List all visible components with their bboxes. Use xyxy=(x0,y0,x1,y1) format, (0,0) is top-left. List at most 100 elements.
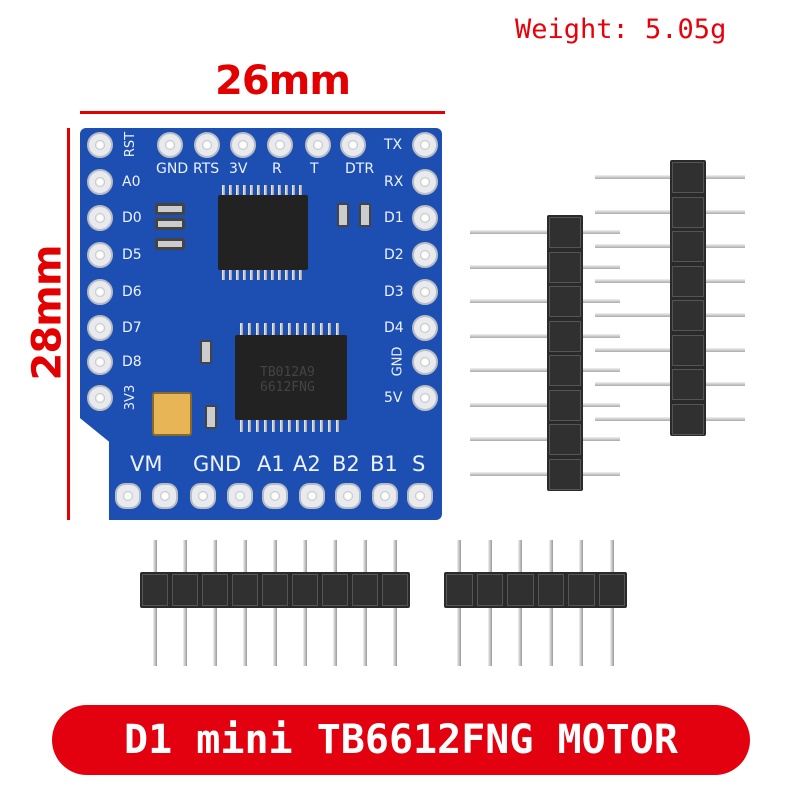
header-segment xyxy=(549,389,581,421)
header-segment xyxy=(549,286,581,317)
ic-lead xyxy=(320,420,323,432)
ic-lead xyxy=(271,270,274,280)
horizontal-pin-header xyxy=(444,572,627,608)
pin-pad xyxy=(262,483,288,509)
pin-pad xyxy=(87,169,113,195)
ic-lead xyxy=(264,270,267,280)
header-pin xyxy=(470,333,620,338)
pin-pad xyxy=(299,483,325,509)
pin-label-left: RST xyxy=(123,131,139,158)
pin-label-bottom: B1 xyxy=(370,452,398,476)
header-segment xyxy=(537,574,564,606)
ic-lead xyxy=(312,323,315,335)
ic-lead xyxy=(236,185,239,195)
product-title-banner: D1 mini TB6612FNG MOTOR xyxy=(52,705,750,775)
pin-pad xyxy=(340,132,366,158)
ic-marking-line: 6612FNG xyxy=(260,380,315,395)
weight-label: Weight: 5.05g xyxy=(515,14,727,45)
ic-lead xyxy=(272,323,275,335)
header-segment xyxy=(672,403,704,435)
pin-label-right: RX xyxy=(384,174,404,190)
header-segment xyxy=(549,458,581,490)
ic-lead xyxy=(264,185,267,195)
pin-label-left: D5 xyxy=(122,247,142,263)
header-segment xyxy=(142,574,168,606)
header-segment xyxy=(672,196,704,228)
ic-lead xyxy=(257,185,260,195)
header-segment xyxy=(292,574,318,606)
ic-lead xyxy=(304,420,307,432)
pin-pad xyxy=(412,242,438,268)
ic-lead xyxy=(278,185,281,195)
pin-pad xyxy=(87,315,113,341)
ic-lead xyxy=(229,270,232,280)
pin-pad xyxy=(230,132,256,158)
pin-label-bottom: GND xyxy=(193,452,242,476)
pin-pad xyxy=(412,169,438,195)
pin-label-top: T xyxy=(310,161,319,177)
ic-lead xyxy=(336,323,339,335)
pin-pad xyxy=(335,483,361,509)
height-arrow xyxy=(67,128,70,520)
pin-label-left: D8 xyxy=(122,354,142,370)
width-dimension: 26mm xyxy=(215,58,351,104)
ic-lead xyxy=(288,420,291,432)
pin-pad xyxy=(115,483,141,509)
ic-lead xyxy=(222,185,225,195)
header-segment xyxy=(507,574,534,606)
pin-label-bottom: VM xyxy=(130,452,163,476)
ic-lead xyxy=(240,323,243,335)
ic-lead xyxy=(320,323,323,335)
header-segment xyxy=(172,574,198,606)
pin-label-right: 5V xyxy=(384,390,403,406)
pin-label-bottom: B2 xyxy=(332,452,360,476)
header-pin xyxy=(470,299,620,303)
header-pin xyxy=(470,264,620,269)
header-segment xyxy=(672,300,704,331)
header-segment xyxy=(232,574,258,606)
ic-lead xyxy=(285,270,288,280)
ic-lead xyxy=(296,323,299,335)
ic-lead xyxy=(299,185,302,195)
pin-label-bottom: A2 xyxy=(293,452,321,476)
pin-pad xyxy=(372,483,398,509)
motor-driver-chip xyxy=(235,335,347,420)
header-segment xyxy=(672,162,704,193)
header-segment xyxy=(549,217,581,248)
pin-label-top: DTR xyxy=(345,161,375,177)
ic-lead xyxy=(250,270,253,280)
pin-pad xyxy=(227,483,253,509)
ic-lead xyxy=(257,270,260,280)
ic-lead xyxy=(285,185,288,195)
height-dimension: 28mm xyxy=(24,245,71,381)
header-segment xyxy=(476,574,503,606)
ic-lead xyxy=(264,420,267,432)
pin-pad xyxy=(190,483,216,509)
ic-lead xyxy=(248,323,251,335)
pin-label-right: D1 xyxy=(384,210,404,226)
header-segment xyxy=(262,574,288,606)
pin-label-right: D3 xyxy=(384,284,404,300)
pin-label-left: D7 xyxy=(122,320,142,336)
ic-lead xyxy=(328,323,331,335)
ic-lead xyxy=(299,270,302,280)
header-segment xyxy=(446,574,473,606)
pin-pad xyxy=(267,132,293,158)
pin-pad xyxy=(412,315,438,341)
ic-lead xyxy=(264,323,267,335)
header-segment xyxy=(672,231,704,262)
ic-lead xyxy=(222,270,225,280)
pin-label-top: 3V xyxy=(229,161,248,177)
pin-label-right: D2 xyxy=(384,247,404,263)
ic-lead xyxy=(250,185,253,195)
tantalum-capacitor xyxy=(152,392,192,436)
pin-label-top: RTS xyxy=(193,161,220,177)
pin-pad xyxy=(152,483,178,509)
ic-lead xyxy=(272,420,275,432)
ic-lead xyxy=(229,185,232,195)
ic-lead xyxy=(243,270,246,280)
pin-pad xyxy=(412,385,438,411)
pin-pad xyxy=(412,349,438,375)
ic-lead xyxy=(288,323,291,335)
header-segment xyxy=(202,574,228,606)
